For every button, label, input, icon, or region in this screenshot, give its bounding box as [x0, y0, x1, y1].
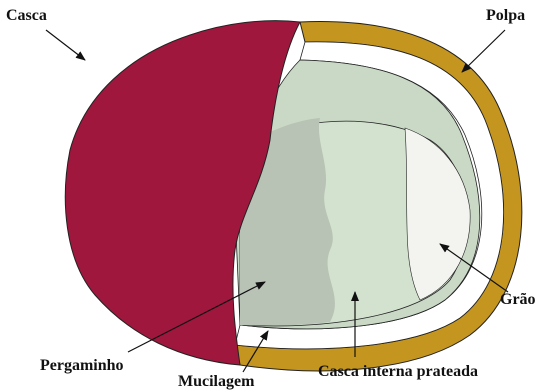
label-grao: Grão	[500, 291, 536, 308]
label-polpa: Polpa	[486, 7, 525, 24]
label-casca: Casca	[6, 7, 47, 24]
polpa-arrow	[462, 30, 505, 72]
casca-arrow	[46, 30, 85, 60]
label-pergaminho: Pergaminho	[40, 357, 124, 374]
label-mucilagem: Mucilagem	[178, 373, 255, 390]
label-casca-interna: Casca interna prateada	[318, 363, 478, 380]
